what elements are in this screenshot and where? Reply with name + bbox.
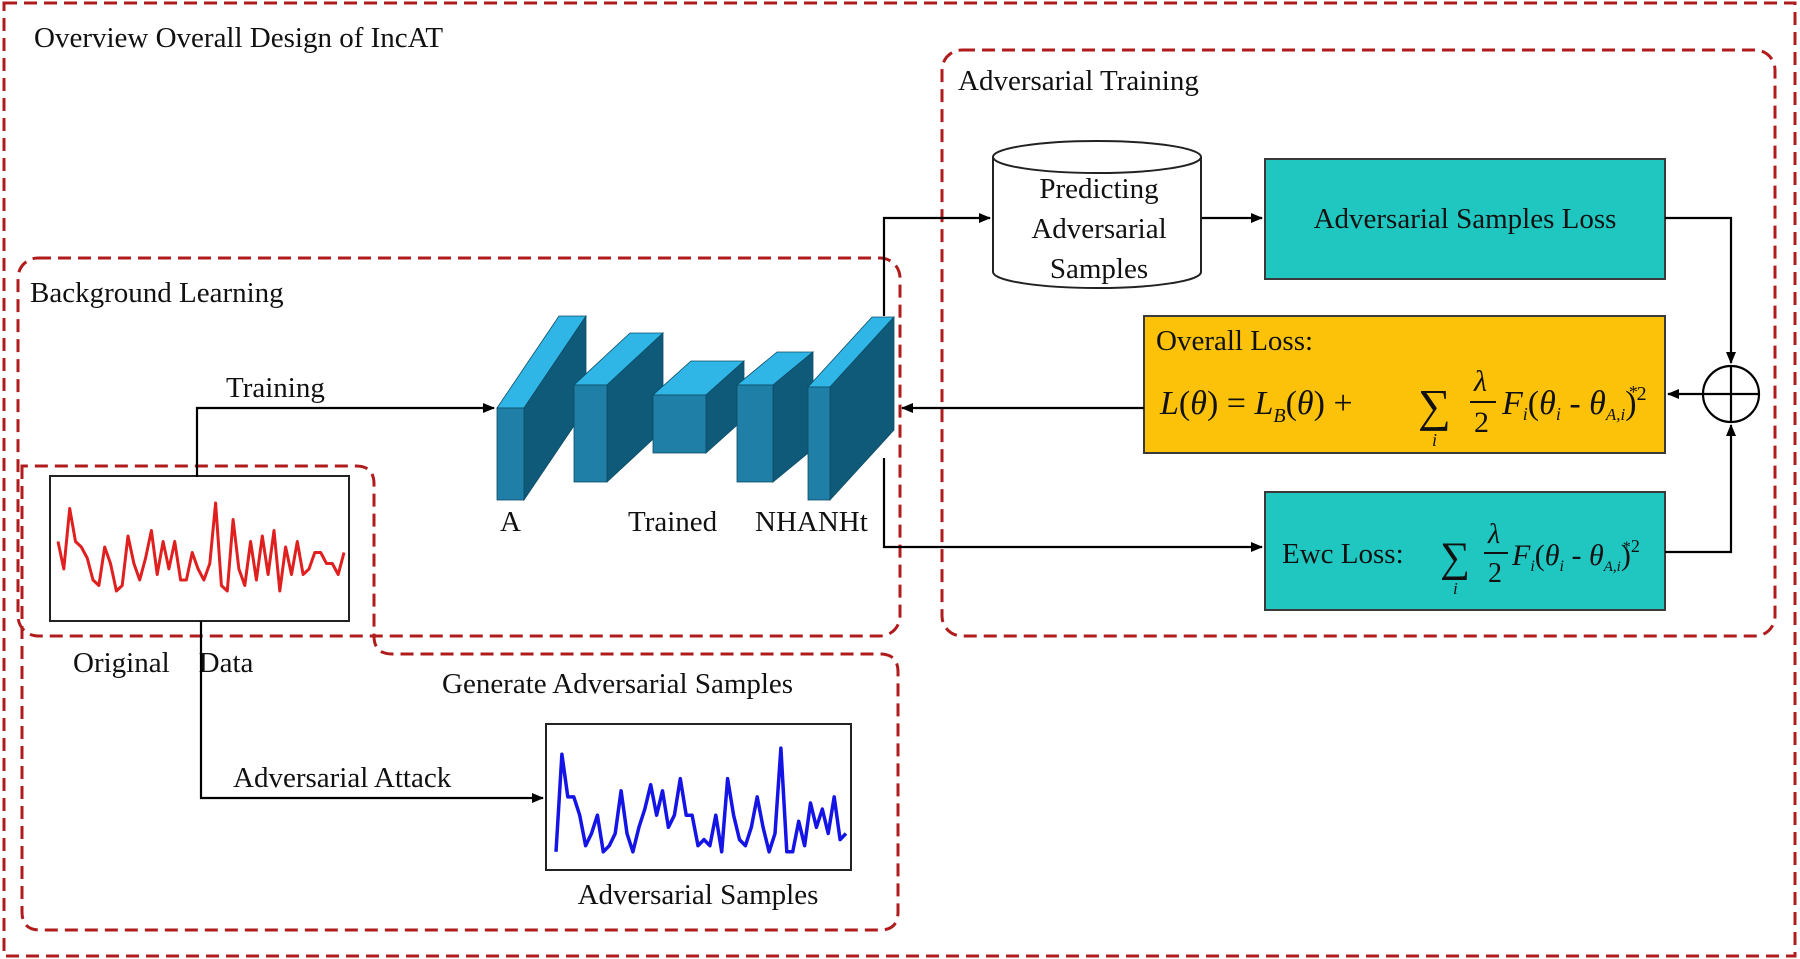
database-line-1: Predicting	[1039, 173, 1158, 205]
sum-node	[1701, 364, 1761, 424]
diagram-title: Overview Overall Design of IncAT	[34, 22, 443, 54]
cnn-block-2	[572, 332, 665, 483]
cnn-block-1	[496, 314, 587, 502]
ewc-loss-formula: ∑ i λ 2 Fi(θi - θA,i)2 *	[1440, 519, 1640, 598]
svg-text:2: 2	[1474, 406, 1489, 439]
ewc-to-sum-arrow	[1665, 424, 1736, 554]
adversarial-signal-line	[554, 746, 848, 854]
cnn-model	[496, 314, 895, 502]
generate-adversarial-label: Generate Adversarial Samples	[442, 668, 793, 700]
to-database-arrow	[882, 213, 991, 316]
predicting-database: Predicting Adversarial Samples	[992, 140, 1202, 289]
cnn-label-a: A	[500, 506, 521, 538]
svg-text:λ: λ	[1473, 365, 1487, 398]
original-signal-line	[56, 501, 346, 593]
training-arrow	[195, 403, 495, 477]
adv-loss-to-sum-arrow	[1665, 216, 1736, 364]
svg-text:λ: λ	[1487, 519, 1500, 550]
adversarial-attack-label: Adversarial Attack	[233, 762, 452, 794]
database-line-2: Adversarial	[1031, 213, 1166, 245]
overall-loss-title: Overall Loss:	[1156, 325, 1313, 357]
svg-text:L(θ) = LB(θ) +: L(θ) = LB(θ) +	[1159, 385, 1353, 427]
svg-text:*: *	[1628, 382, 1637, 402]
svg-text:i: i	[1453, 579, 1458, 598]
svg-text:Fi(θi - θA,i)2: Fi(θi - θA,i)2	[1501, 383, 1647, 424]
svg-text:*: *	[1622, 539, 1630, 556]
ewc-loss-box	[1264, 491, 1666, 611]
cnn-label-trained: Trained	[628, 506, 718, 538]
database-line-3: Samples	[1050, 253, 1148, 285]
svg-text:∑: ∑	[1418, 380, 1451, 431]
adversarial-samples-loss-box	[1264, 158, 1666, 280]
background-learning-label: Background Learning	[30, 277, 284, 309]
svg-text:Fi(θi - θA,i)2: Fi(θi - θA,i)2	[1511, 536, 1640, 575]
original-data-label: Original Data	[73, 647, 254, 679]
adversarial-samples-label: Adversarial Samples	[578, 879, 819, 911]
generate-adversarial-frame	[20, 464, 900, 932]
adversarial-samples-loss-label: Adversarial Samples Loss	[1314, 203, 1617, 235]
training-label: Training	[226, 372, 325, 404]
ewc-loss-prefix: Ewc Loss:	[1282, 538, 1404, 570]
original-data-panel	[49, 475, 350, 622]
cnn-label-nhanht: NHANHt	[755, 506, 868, 538]
cnn-block-4	[735, 351, 815, 483]
adversarial-attack-arrow	[199, 621, 544, 803]
cnn-block-3	[651, 360, 746, 454]
adversarial-samples-panel	[545, 723, 852, 871]
svg-text:2: 2	[1488, 558, 1502, 589]
background-learning-frame	[16, 256, 902, 638]
overall-loss-box	[1143, 315, 1666, 454]
to-ewc-arrow	[882, 458, 1263, 552]
svg-text:∑: ∑	[1440, 535, 1470, 581]
svg-text:i: i	[1432, 430, 1437, 450]
adversarial-training-label: Adversarial Training	[958, 65, 1199, 97]
cnn-block-5	[807, 315, 895, 502]
overall-loss-formula: L(θ) = LB(θ) + ∑ i λ 2 Fi(θi - θA,i)2 *	[1159, 365, 1647, 450]
